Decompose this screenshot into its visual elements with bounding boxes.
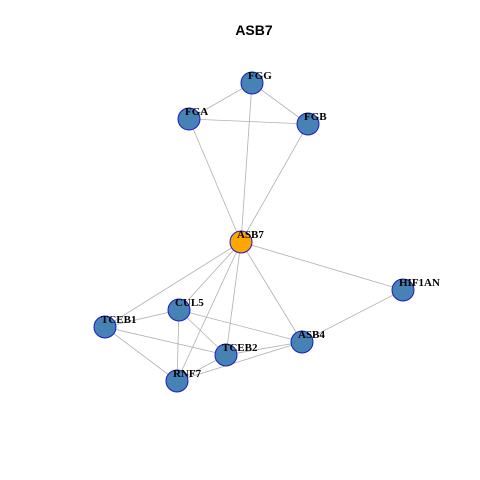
edge-asb7-rnf7 — [176, 241, 242, 382]
edge-asb7-asb4 — [240, 241, 303, 343]
edge-asb7-tceb1 — [104, 241, 242, 328]
edge-asb7-cul5 — [178, 241, 242, 311]
edge-asb7-hif1an — [240, 241, 404, 291]
node-label-tceb2: TCEB2 — [222, 342, 258, 354]
edge-cul5-tceb1 — [104, 309, 180, 328]
node-label-fgg: FGG — [248, 70, 272, 82]
node-label-fga: FGA — [185, 106, 208, 118]
edge-asb7-tceb2 — [225, 241, 242, 356]
node-label-tceb1: TCEB1 — [101, 314, 136, 326]
node-rnf7[interactable] — [165, 369, 189, 393]
node-label-asb4: ASB4 — [298, 329, 325, 341]
node-label-hif1an: HIF1AN — [399, 277, 440, 289]
node-tceb2[interactable] — [214, 343, 238, 367]
edge-tceb2-asb4 — [225, 341, 303, 356]
node-fgb[interactable] — [296, 112, 320, 136]
edge-fgb-asb7 — [240, 123, 309, 243]
node-fga[interactable] — [177, 107, 201, 131]
node-hif1an[interactable] — [391, 278, 415, 302]
node-asb4[interactable] — [290, 330, 314, 354]
edge-cul5-asb4 — [178, 309, 303, 343]
edge-tceb1-tceb2 — [104, 326, 227, 356]
edge-hif1an-asb4 — [301, 289, 404, 343]
graph-title: ASB7 — [235, 22, 273, 38]
node-fgg[interactable] — [240, 71, 264, 95]
node-label-cul5: CUL5 — [175, 297, 204, 309]
node-layer — [93, 71, 415, 393]
node-cul5[interactable] — [167, 298, 191, 322]
edge-fga-asb7 — [188, 118, 242, 243]
edge-cul5-rnf7 — [176, 309, 180, 382]
node-label-rnf7: RNF7 — [173, 368, 202, 380]
edge-fgg-fgb — [251, 82, 309, 125]
edge-tceb1-rnf7 — [104, 326, 178, 382]
edge-rnf7-asb4 — [176, 341, 303, 382]
edge-fga-fgb — [188, 118, 309, 125]
edge-layer — [104, 82, 404, 382]
edge-fgg-fga — [188, 82, 253, 120]
node-label-asb7: ASB7 — [237, 229, 264, 241]
node-label-fgb: FGB — [304, 111, 327, 123]
node-tceb1[interactable] — [93, 315, 117, 339]
node-asb7[interactable] — [229, 230, 253, 254]
edge-fgg-asb7 — [240, 82, 253, 243]
